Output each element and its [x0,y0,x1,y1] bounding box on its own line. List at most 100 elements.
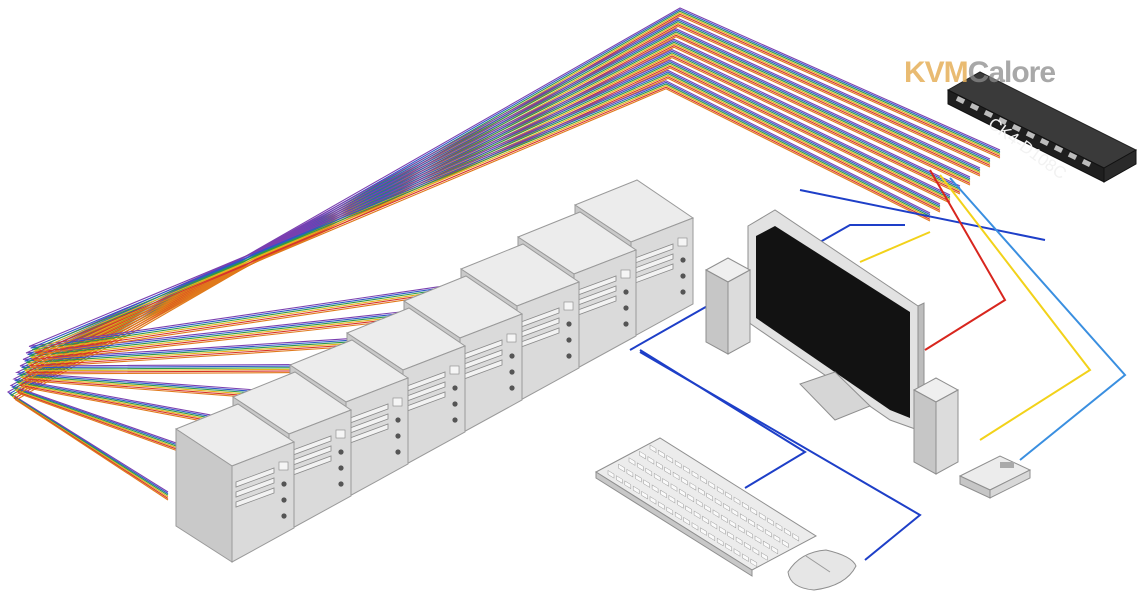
keyboard-key [729,519,737,529]
front-panel [563,301,574,311]
mouse-body [787,549,857,591]
switch-port [969,102,980,112]
keyboard-key [666,506,674,515]
power-button [509,385,515,391]
keyboard-key [607,470,615,479]
monitor-stand [799,371,871,421]
switch-side [1103,149,1137,183]
keyboard-key [685,505,692,514]
power-button [395,449,401,455]
power-button [395,417,401,423]
keyboard-key [658,501,665,510]
keyboard-key [695,498,703,508]
keyboard-key [748,518,755,528]
keyboard-key [710,521,718,530]
cable-strand [36,88,931,356]
keyboard-key [628,457,636,466]
keyboard-key [733,548,741,557]
power-button [281,481,287,487]
keyboard-key [693,510,701,520]
speaker-front [935,389,959,475]
cable-strand [12,28,981,429]
keyboard-key [645,467,653,477]
cable-strand [31,83,931,351]
keyboard-key [771,545,779,555]
peripheral-cable [629,224,905,351]
tower-front [231,441,295,563]
cable-strand [30,81,931,349]
power-button [623,305,629,311]
switch-port [1025,130,1036,140]
keyboard-key [702,515,709,525]
keyboard-key [758,512,766,521]
keyboard-key [683,465,690,474]
keyboard-key [651,484,659,493]
keyboard-key [616,475,623,484]
peripheral-cable [949,177,1127,461]
keyboard-key [744,541,751,551]
keyboard-key [727,531,734,540]
keyboard-key [756,523,764,533]
keyboard-key [767,517,774,526]
cable-strand [14,38,971,397]
keyboard-key [683,516,690,526]
keyboard-key [716,537,724,547]
keyboard-key [618,463,625,473]
power-button [623,321,629,327]
keyboard-key [708,481,716,490]
mouse [787,549,857,591]
power-button [281,497,287,503]
keyboard-key [792,533,800,542]
keyboard-key [687,493,695,503]
computer-1 [174,403,296,563]
keyboard-key [719,526,726,535]
power-button [452,385,458,391]
keyboard-key [666,454,674,464]
keyboard-key [708,532,716,542]
keyboard-key [737,525,745,534]
cable-strand [9,17,991,461]
keyboard-key [643,479,650,488]
cable-strand [25,69,941,354]
keyboard-key [674,511,682,521]
keyboard-key [677,500,684,509]
brand-part-calore: Calore [967,56,1056,89]
cable-bundle [6,7,1001,501]
audio-port [1000,462,1014,468]
keyboard-key [765,529,772,538]
keyboard-key [742,553,749,562]
keyboard-key [721,514,728,524]
keyboard-key [775,522,783,532]
mouse-button-split [805,555,831,573]
keyboard-key [639,450,646,460]
drive-bay [235,487,275,508]
power-button [338,449,344,455]
switch-port [1053,144,1064,154]
keyboard-key [782,539,789,548]
power-button [452,401,458,407]
switch-port [955,95,966,105]
keyboard-key [723,503,730,512]
keyboard-key [672,471,680,481]
switch-port [997,116,1008,126]
speaker-front [727,269,751,355]
cable-strand [6,7,1001,493]
cable-strand [33,84,931,352]
computer-group [174,179,695,563]
power-button [509,369,515,375]
peripheral-cables [629,169,1127,561]
power-button [680,257,686,263]
keyboard-key [763,540,770,550]
keyboard-key [689,482,697,491]
audio-device [958,455,1032,499]
keyboard-key [773,534,781,543]
power-button [680,289,686,295]
keyboard-key [731,508,739,517]
power-button [566,321,572,327]
kvm-switch [946,71,1138,183]
keyboard-key [653,472,661,482]
switch-port [1011,123,1022,133]
keyboard-key [691,522,699,531]
keyboard-key [647,456,655,465]
speakers [704,257,960,475]
